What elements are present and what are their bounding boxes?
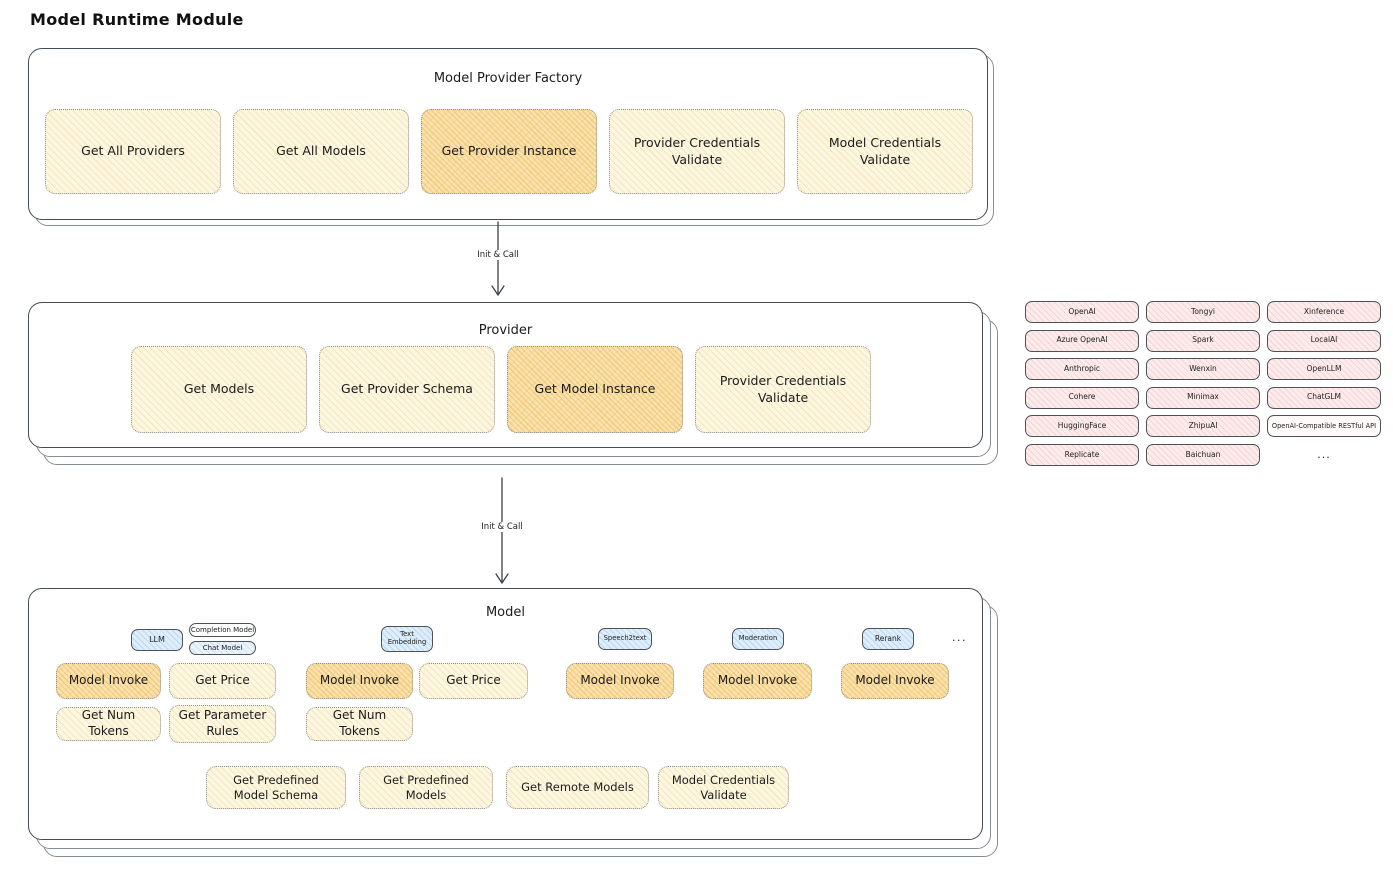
model-tabs-ellipsis: ... [952, 631, 967, 644]
provider-panel: Provider Get Models Get Provider Schema … [28, 302, 983, 448]
op-get-predefined-model-schema: Get Predefined Model Schema [206, 766, 346, 809]
provider-registry: OpenAI Tongyi Xinference Azure OpenAI Sp… [1025, 301, 1381, 466]
model-panel: Model LLM Completion Model Chat Model Te… [28, 588, 983, 840]
provider-chip-openai-compatible-restful-api: OpenAI-Compatible RESTful API [1267, 415, 1381, 438]
provider-chip-replicate: Replicate [1025, 443, 1139, 466]
op-rerank-model-invoke: Model Invoke [841, 663, 949, 699]
provider-chip-xinference: Xinference [1267, 301, 1381, 323]
provider-chip-minimax: Minimax [1146, 386, 1260, 409]
op-llm-get-num-tokens: Get Num Tokens [56, 707, 161, 741]
op-llm-model-invoke: Model Invoke [56, 663, 161, 699]
op-provider-credentials-validate: Provider Credentials Validate [609, 109, 785, 194]
op-get-remote-models: Get Remote Models [506, 766, 649, 809]
provider-chip-zhipuai: ZhipuAI [1146, 415, 1260, 438]
provider-chip-wenxin: Wenxin [1146, 358, 1260, 381]
op-te-get-num-tokens: Get Num Tokens [306, 707, 413, 741]
provider-chip-spark: Spark [1146, 329, 1260, 352]
op-model-credentials-validate: Model Credentials Validate [797, 109, 973, 194]
arrow-provider-to-model [495, 477, 509, 584]
provider-chip-openai: OpenAI [1025, 301, 1139, 323]
provider-chip-anthropic: Anthropic [1025, 358, 1139, 381]
provider-chip-chatglm: ChatGLM [1267, 386, 1381, 409]
tab-text-embedding: Text Embedding [381, 626, 433, 652]
model-title: Model [485, 605, 526, 620]
tab-llm: LLM [131, 629, 183, 651]
op-te-model-invoke: Model Invoke [306, 663, 413, 699]
model-provider-factory-panel: Model Provider Factory Get All Providers… [28, 48, 988, 220]
op-get-all-providers: Get All Providers [45, 109, 221, 194]
provider-chip-tongyi: Tongyi [1146, 301, 1260, 323]
provider-chip-cohere: Cohere [1025, 386, 1139, 409]
op-llm-get-price: Get Price [169, 663, 276, 699]
tab-moderation: Moderation [732, 628, 784, 650]
op-get-models: Get Models [131, 346, 307, 433]
arrow-label-init-call-2: Init & Call [478, 522, 526, 532]
op-model-credentials-validate-2: Model Credentials Validate [658, 766, 789, 809]
op-get-provider-schema: Get Provider Schema [319, 346, 495, 433]
provider-registry-ellipsis: ... [1317, 447, 1331, 461]
factory-title: Model Provider Factory [433, 71, 583, 86]
op-moderation-model-invoke: Model Invoke [703, 663, 812, 699]
provider-chip-huggingface: HuggingFace [1025, 415, 1139, 438]
op-get-all-models: Get All Models [233, 109, 409, 194]
provider-title: Provider [478, 323, 533, 338]
op-s2t-model-invoke: Model Invoke [566, 663, 674, 699]
op-llm-get-parameter-rules: Get Parameter Rules [169, 705, 276, 743]
tab-rerank: Rerank [862, 628, 914, 650]
op-get-model-instance: Get Model Instance [507, 346, 683, 433]
op-provider-credentials-validate-2: Provider Credentials Validate [695, 346, 871, 433]
provider-chip-baichuan: Baichuan [1146, 443, 1260, 466]
op-get-provider-instance: Get Provider Instance [421, 109, 597, 194]
tab-completion-model: Completion Model [189, 623, 256, 637]
op-te-get-price: Get Price [419, 663, 528, 699]
arrow-factory-to-provider [491, 221, 505, 296]
diagram-title: Model Runtime Module [30, 10, 244, 29]
provider-chip-openllm: OpenLLM [1267, 358, 1381, 381]
provider-chip-azure-openai: Azure OpenAI [1025, 329, 1139, 352]
provider-chip-localai: LocalAI [1267, 329, 1381, 352]
tab-speech2text: Speech2text [598, 628, 652, 650]
tab-chat-model: Chat Model [189, 641, 256, 655]
arrow-label-init-call-1: Init & Call [474, 250, 522, 260]
op-get-predefined-models: Get Predefined Models [359, 766, 493, 809]
